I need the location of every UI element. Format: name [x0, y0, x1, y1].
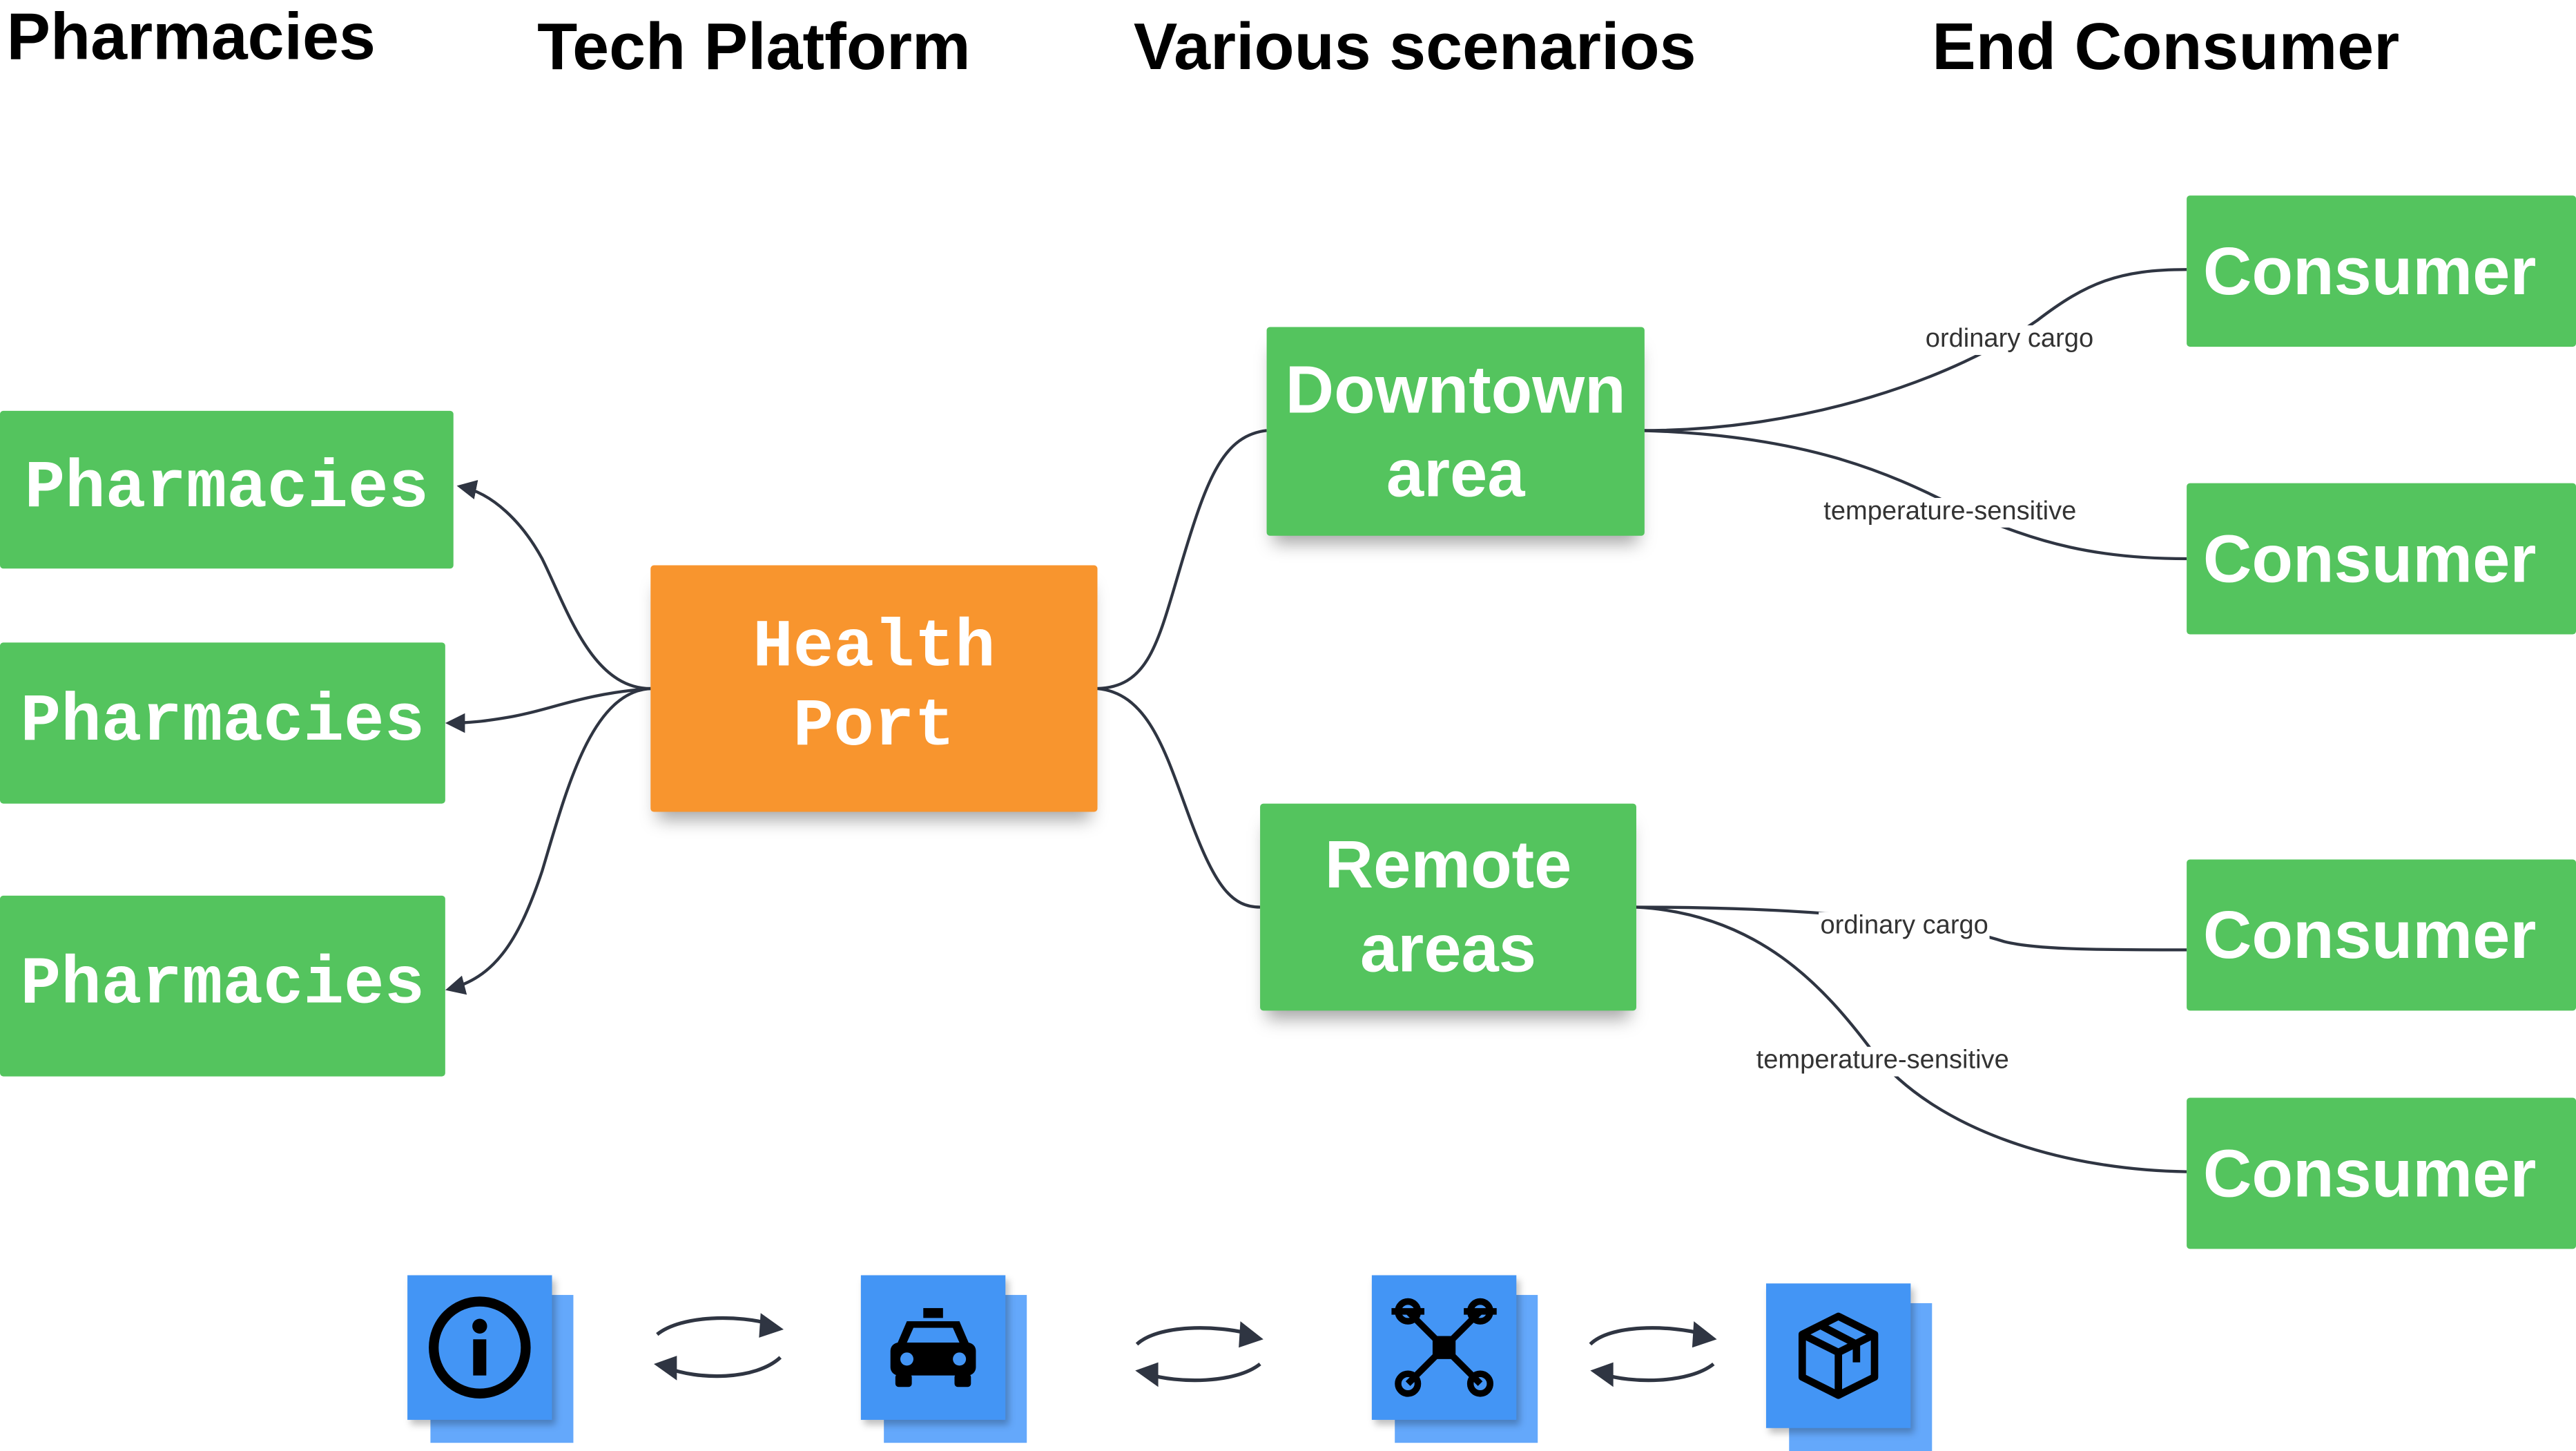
header-tech-platform: Tech Platform	[537, 11, 971, 84]
consumer-label: Consumer	[2202, 896, 2537, 972]
link-to-pharmacy-1	[456, 480, 651, 691]
consumer-label: Consumer	[2202, 232, 2537, 309]
edge-label-temperature-sensitive: temperature-sensitive	[1754, 1046, 2011, 1077]
link-downtown-consumer-2	[1643, 429, 2187, 561]
header-end-consumer: End Consumer	[1932, 11, 2400, 84]
pharmacy-label: Pharmacies	[20, 948, 425, 1024]
consumer-label: Consumer	[2202, 1135, 2537, 1211]
link-to-remote	[1097, 686, 1261, 909]
link-to-downtown	[1097, 429, 1267, 691]
swap-arrow-top-2	[1135, 1326, 1252, 1346]
remote-areas-label: Remote areas	[1324, 826, 1572, 986]
consumer-node[interactable]: Consumer	[2187, 1097, 2576, 1249]
swap-arrow-top-3	[1589, 1326, 1706, 1346]
drone-icon	[1371, 1275, 1517, 1420]
health-port-label: Health Port	[753, 611, 996, 766]
swap-arrow-bottom-3	[1601, 1362, 1715, 1383]
swap-arrow-bottom-1	[664, 1356, 782, 1378]
link-to-pharmacy-3	[445, 686, 651, 995]
link-remote-consumer-2	[1636, 905, 2187, 1173]
edge-label-temperature-sensitive: temperature-sensitive	[1821, 497, 2078, 528]
consumer-node[interactable]: Consumer	[2187, 195, 2576, 347]
swap-arrowhead	[1135, 1362, 1159, 1387]
header-pharmacies: Pharmacies	[6, 1, 376, 75]
consumer-label: Consumer	[2202, 520, 2537, 596]
package-tile[interactable]	[1765, 1283, 1933, 1451]
swap-arrow-bottom-2	[1146, 1362, 1261, 1383]
header-various-scenarios: Various scenarios	[1133, 11, 1696, 84]
link-downtown-consumer-1	[1643, 268, 2187, 432]
health-port-node[interactable]: Health Port	[650, 565, 1098, 812]
drone-tile[interactable]	[1371, 1275, 1538, 1443]
consumer-node[interactable]: Consumer	[2187, 483, 2576, 635]
pharmacy-node[interactable]: Pharmacies	[0, 895, 445, 1077]
package-icon	[1765, 1283, 1911, 1428]
taxi-tile[interactable]	[860, 1275, 1027, 1443]
pharmacy-label: Pharmacies	[20, 685, 425, 761]
downtown-area-node[interactable]: Downtown area	[1266, 327, 1645, 536]
downtown-area-label: Downtown area	[1285, 351, 1626, 510]
remote-areas-node[interactable]: Remote areas	[1260, 803, 1636, 1011]
swap-arrowhead	[1239, 1321, 1263, 1348]
pharmacy-node[interactable]: Pharmacies	[0, 642, 445, 804]
consumer-node[interactable]: Consumer	[2187, 859, 2576, 1011]
pharmacy-label: Pharmacies	[24, 452, 429, 528]
swap-arrowhead	[654, 1356, 677, 1381]
taxi-icon	[860, 1275, 1006, 1420]
swap-arrow-top-1	[656, 1316, 773, 1336]
edge-label-ordinary-cargo: ordinary cargo	[1819, 912, 1991, 942]
pharmacy-node[interactable]: Pharmacies	[0, 410, 454, 569]
swap-arrowhead	[1692, 1321, 1717, 1348]
link-to-pharmacy-2	[445, 686, 651, 733]
swap-arrowhead	[759, 1313, 784, 1338]
info-icon	[407, 1275, 552, 1420]
info-tile[interactable]	[407, 1275, 574, 1443]
swap-arrowhead	[1590, 1362, 1614, 1387]
edge-label-ordinary-cargo: ordinary cargo	[1924, 325, 2095, 355]
